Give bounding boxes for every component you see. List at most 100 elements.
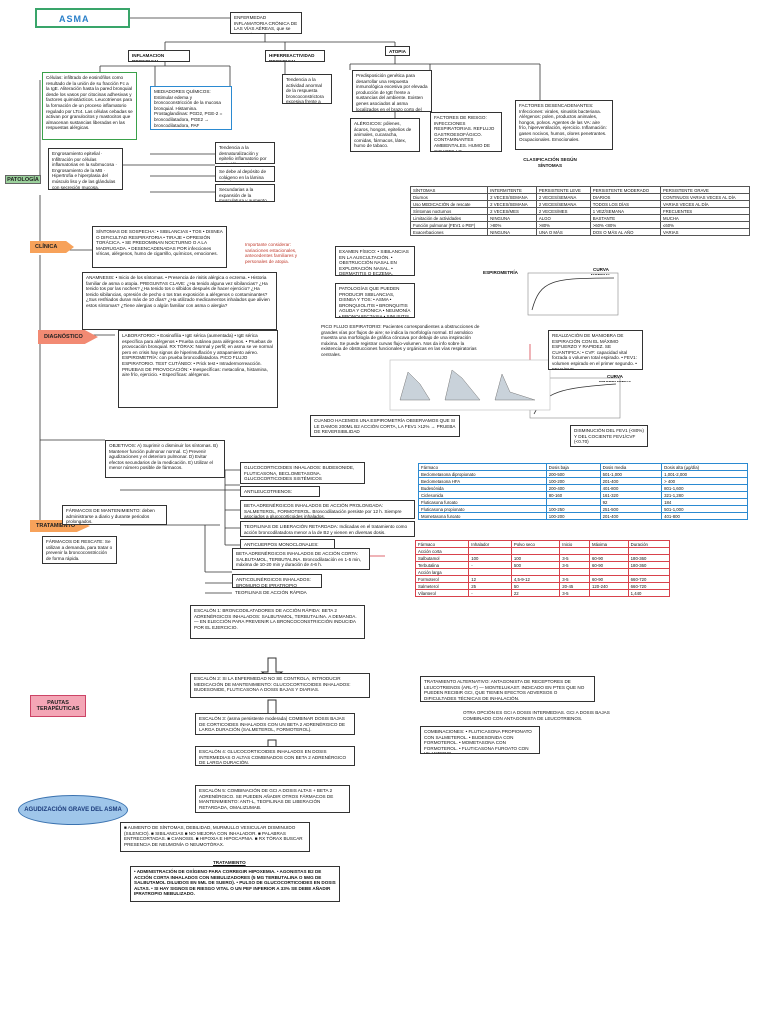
table-cell: CONTINUOS VARIAS VECES AL DÍA — [660, 193, 750, 201]
agudizacion-signos-box: ■ AUMENTO DE SÍNTOMAS, DEBILIDAD, MURMUL… — [120, 822, 310, 852]
table-cell: BASTANTE — [589, 214, 662, 222]
table-cell: 2 VECES/SEMANA — [535, 193, 591, 201]
table-cell: 22 — [510, 589, 561, 597]
table-cell: NINGUNA — [487, 214, 537, 222]
disminucion-box: DISMINUCIÓN DEL FEV1 (<80%) Y DEL COCIEN… — [570, 425, 648, 447]
header-cell: Dosis baja — [545, 463, 601, 471]
branch-inflamacion: INFLAMACION BRONQUIAL — [128, 50, 190, 62]
table-cell: ≤60% — [660, 221, 750, 229]
diagnostico-diferencial-box: PATOLOGÍAS QUE PUEDEN PRODUCIR SIBILANCI… — [335, 283, 415, 318]
table-cell: Budesónida — [418, 484, 547, 492]
table-cell: Diurnos — [409, 193, 489, 201]
alergicos-box: ALÉRGICOS: pólenes, ácaros, hongos, epit… — [350, 118, 420, 152]
header-cell: Dosis alta (µg/día) — [661, 463, 748, 471]
table-cell: 100-250 — [545, 505, 601, 513]
fisio-detail-3: Secundarias a la expansión de la muscula… — [215, 184, 275, 202]
table-cell: 60-90 — [589, 575, 629, 583]
antileucotrienos-box: ANTILEUCOTRIENOS: MONTELUKAST — [240, 486, 320, 497]
table-cell: Fluticasona propionato — [418, 505, 547, 513]
table-cell: VARIAS VECES AL DÍA — [660, 200, 750, 208]
table-cell: 100 — [510, 554, 561, 562]
table-cell: 2 VECES/SEMANA — [535, 200, 591, 208]
table-cell: 180-360 — [627, 554, 671, 562]
header-cell: Máxima — [589, 540, 629, 548]
table-cell: Acción corta — [414, 547, 470, 555]
espirometria-note: REALIZACIÓN DE MANIOBRA DE ESPIRACIÓN CO… — [548, 330, 643, 370]
table-cell: 3-5 — [559, 561, 591, 569]
table-cell: Salmeterol — [414, 582, 470, 590]
table-cell — [510, 547, 561, 555]
teofilinas-box: TEOFILINAS DE LIBERACIÓN RETARDADA: Indi… — [240, 521, 415, 537]
table-cell: Vilanterol — [414, 589, 470, 597]
table-cell: 1,440 — [627, 589, 671, 597]
diagram-title: ASMA — [35, 8, 130, 28]
anamnesis-box: ANAMNESIS: • Inicio de los síntomas. • P… — [82, 272, 277, 330]
table-cell: 120-240 — [589, 582, 629, 590]
table-cell: Terbutalina — [414, 561, 470, 569]
fisiopatologia-box: Engrosamiento epitelial · Infiltración p… — [48, 148, 123, 190]
anticolinergicos-box: ANTICOLINÉRGICOS INHALADOS: BROMURO DE I… — [232, 574, 322, 588]
pico-flujo-box: PICO FLUJO ESPIRATORIO: Pacientes corres… — [321, 324, 480, 356]
table-cell — [468, 568, 512, 576]
table-cell: 12 — [468, 575, 512, 583]
header-cell: Inhalador — [468, 540, 512, 548]
table-cell: 92 — [599, 498, 663, 506]
header-cell: Duración — [627, 540, 671, 548]
farmacos-mantenimiento-box: FÁRMACOS DE MANTENIMIENTO: deben adminis… — [62, 505, 167, 525]
mediadores-box: MEDIADORES QUÍMICOS: Estimular edema y b… — [150, 86, 232, 130]
table-cell: 2 VECES/SEMANA — [487, 193, 537, 201]
table-cell: - — [468, 561, 512, 569]
header-cell: SÍNTOMAS — [409, 186, 489, 194]
table-row: Función pulmonar (FEV1 o PEF)>80%>80%>60… — [409, 221, 750, 229]
table-cell — [627, 568, 671, 576]
atopia-box: Predisposición genética para desarrollar… — [352, 70, 432, 112]
table-cell: Salbutamol — [414, 554, 470, 562]
factores-desencadenantes-box: FACTORES DESENCADENANTES: Infecciones: v… — [515, 100, 613, 150]
table-cell: >80% — [535, 221, 591, 229]
table-cell: 500 — [510, 561, 561, 569]
table-row: Acción larga — [414, 568, 671, 576]
combinaciones-box: COMBINACIONES: • FLUTICASONA PROPIONATO … — [420, 726, 540, 754]
table-cell: UNA O MÁS — [535, 228, 591, 236]
table-cell: 200-500 — [545, 470, 601, 478]
broncodilatador-note: CUANDO HACEMOS UNA ESPIROMETRÍA OBSERVAM… — [310, 415, 460, 437]
table-cell: Formoterol — [414, 575, 470, 583]
header-cell: Fármaco — [414, 540, 470, 548]
header-cell: Fármaco — [418, 463, 547, 471]
table-cell: Ciclesonida — [418, 491, 547, 499]
curva-normal-label: CURVA NORMAL — [591, 267, 611, 275]
escalon-3-box: ESCALÓN 3: (asma persistente moderada) C… — [195, 713, 355, 735]
table-cell: Fluticasona furoato — [418, 498, 547, 506]
table-cell: 2 VECES/SEMANA — [487, 200, 537, 208]
table-cell: Función pulmonar (FEV1 o PEF) — [409, 221, 489, 229]
table-cell: 20-45 — [559, 582, 591, 590]
table-cell: 1 VEZ/SEMANA — [589, 207, 662, 215]
table-cell: 100 — [468, 554, 512, 562]
diagnostico-tag: DIAGNÓSTICO — [38, 330, 98, 344]
table-cell: 251-500 — [599, 505, 663, 513]
table-cell: 660-720 — [627, 575, 671, 583]
table-cell: 201-400 — [599, 512, 663, 520]
table-cell: > 400 — [661, 477, 748, 485]
celulas-box: Células: infiltrado de eosinófilos como … — [42, 72, 137, 140]
table-cell: TODOS LOS DÍAS — [589, 200, 662, 208]
table-cell: 100-200 — [545, 477, 601, 485]
table-cell: FRECUENTES — [660, 207, 750, 215]
table-cell: 501-1,000 — [599, 470, 663, 478]
table-cell: Mometasona furoato — [418, 512, 547, 520]
table-cell — [627, 547, 671, 555]
escalon-1-box: ESCALÓN 1: BRONCODILATADORES DE ACCIÓN R… — [190, 605, 365, 639]
table-cell: - — [468, 589, 512, 597]
fisio-detail-1: Tendencia a la desnaturalización y epite… — [215, 142, 275, 164]
table-cell: 100-200 — [545, 512, 601, 520]
table-cell: 401-800 — [661, 512, 748, 520]
